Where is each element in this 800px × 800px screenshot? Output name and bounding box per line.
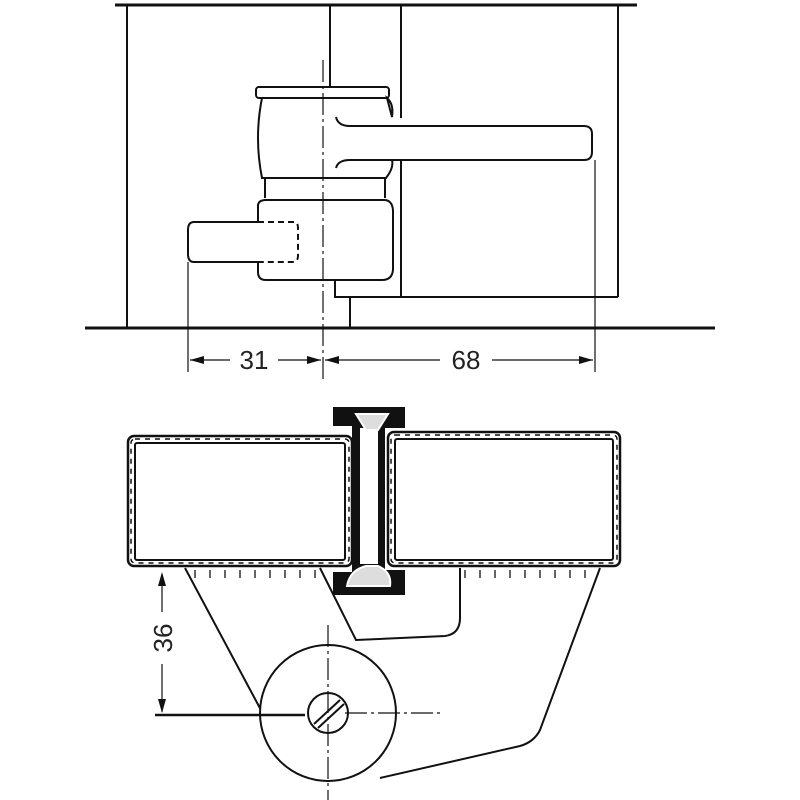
upper-gasket [354,413,390,431]
tube-hatching [390,434,618,564]
weld-marks [194,570,586,578]
left-frame-tube [126,434,354,568]
dimension-arrows-vertical [158,572,166,713]
hidden-pin-outline [258,221,299,263]
lower-gasket [345,565,392,587]
hinge-lower-knuckle [257,199,394,281]
left-frame-tube-inner [134,442,346,561]
dimension-label-68: 68 [452,345,481,375]
hinge-upper-knuckle [257,95,394,179]
dimension-label-36: 36 [148,624,178,653]
bracket-right-leg [379,567,601,779]
dimension-arrows [190,356,593,364]
hinge-base-plate [334,280,618,328]
tube-hatching [130,438,350,564]
seal-profile-channel [360,428,378,564]
right-door-tube-inner [394,438,614,561]
hinge-neck [264,178,386,198]
bracket-left-leg [184,567,263,713]
dimension-label-31: 31 [240,345,269,375]
elevation-view: 31 68 [85,3,715,382]
right-door-tube [386,430,622,568]
hinge-pin [187,221,258,263]
lever-arm [335,116,593,169]
bracket-inner-arm [319,567,461,642]
section-view: 36 [126,407,622,800]
screw-slot-icon [313,699,345,729]
